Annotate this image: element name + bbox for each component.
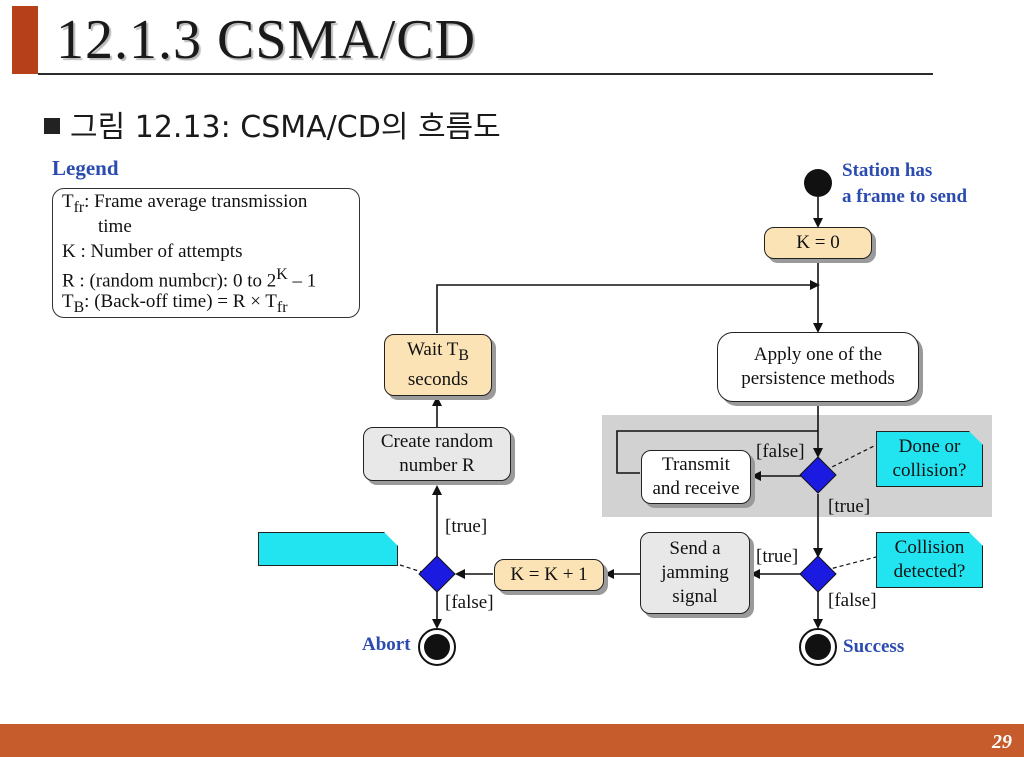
node-k-increment: K = K + 1: [494, 559, 604, 591]
square-bullet-icon: [44, 118, 60, 134]
footer-bar: 29: [0, 724, 1024, 757]
success-node-core: [805, 634, 831, 660]
label-false-loop: [false]: [756, 441, 805, 462]
legend-line-tfr-cont: time: [98, 216, 132, 237]
decision-k-limit: [418, 555, 456, 593]
legend-line-tfr: Tfr: Frame average transmission: [62, 191, 308, 216]
title-accent-bar: [12, 6, 38, 74]
node-jamming: Send a jamming signal: [640, 532, 750, 614]
note-connector-collision: [825, 556, 877, 571]
legend-line-tb: TB: (Back-off time) = R × Tfr: [62, 291, 288, 316]
label-true-done: [true]: [828, 496, 871, 517]
subtitle-text: 그림 12.13: CSMA/CD의 흐름도: [70, 110, 501, 145]
edge-transmit-loop: [616, 430, 818, 474]
decision-done-or-collision: [799, 456, 837, 494]
start-label-line2: a frame to send: [842, 186, 968, 207]
start-label-line1: Station has: [842, 160, 933, 181]
note-k-limit: [258, 532, 398, 566]
page-number: 29: [992, 731, 1012, 753]
node-create-random: Create random number R: [363, 427, 511, 481]
legend-line-k: K : Number of attempts: [62, 241, 243, 262]
abort-node-core: [424, 634, 450, 660]
title-divider: [38, 73, 933, 75]
node-k-init: K = 0: [764, 227, 872, 259]
note-collision-detected: Collision detected?: [876, 532, 983, 588]
note-done-or-collision: Done or collision?: [876, 431, 983, 487]
legend-box: Tfr: Frame average transmission time K :…: [52, 188, 360, 318]
slide-title: 12.1.3 CSMA/CD: [56, 9, 477, 71]
abort-label: Abort: [362, 634, 411, 655]
note-connector-done: [825, 444, 877, 471]
legend-line-r: R : (random numbcr): 0 to 2K – 1: [62, 266, 317, 292]
node-apply-persistence: Apply one of the persistence methods: [717, 332, 919, 402]
decision-collision-detected: [799, 555, 837, 593]
node-transmit: Transmit and receive: [641, 450, 751, 504]
start-node: [804, 169, 832, 197]
label-false-abort: [false]: [445, 592, 494, 613]
label-true-retry: [true]: [445, 516, 488, 537]
label-true-collision: [true]: [756, 546, 799, 567]
success-label: Success: [843, 636, 905, 657]
legend-title: Legend: [52, 156, 119, 180]
label-false-success: [false]: [828, 590, 877, 611]
edge-wait-to-merge: [436, 280, 820, 333]
slide-subtitle: 그림 12.13: CSMA/CD의 흐름도: [44, 102, 501, 146]
